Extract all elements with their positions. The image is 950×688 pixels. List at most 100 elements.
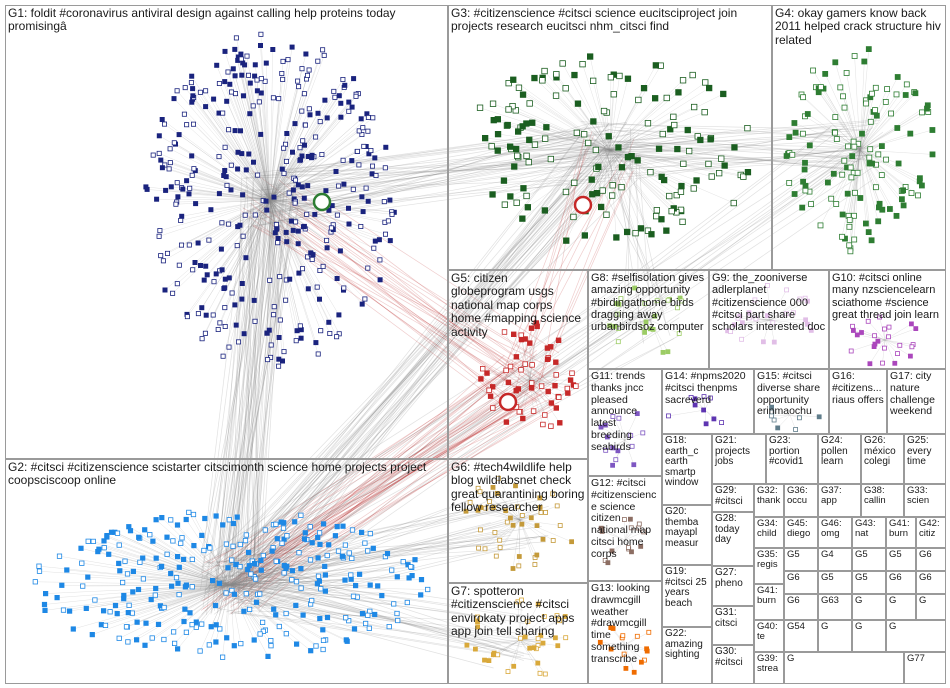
- edge: [164, 123, 271, 201]
- network-node: [395, 617, 401, 624]
- network-node: [255, 172, 261, 178]
- inter-group-edge: [249, 522, 491, 586]
- network-node: [542, 135, 549, 142]
- network-node: [56, 553, 63, 559]
- network-node: [854, 169, 861, 176]
- edge: [498, 133, 611, 151]
- network-node: [844, 190, 851, 197]
- edge: [859, 94, 906, 151]
- network-node: [570, 213, 577, 221]
- network-node: [603, 211, 610, 218]
- inter-group-edge: [253, 189, 266, 562]
- network-node: [243, 255, 249, 261]
- network-node: [666, 413, 671, 419]
- edge: [609, 149, 682, 192]
- inter-group-edge: [263, 147, 598, 196]
- network-node: [365, 128, 371, 134]
- inter-group-edge: [217, 184, 277, 570]
- network-node: [482, 546, 488, 552]
- edge: [269, 117, 342, 201]
- edge: [884, 339, 896, 364]
- edge: [66, 569, 231, 586]
- edge: [201, 535, 231, 586]
- network-node: [349, 527, 356, 533]
- network-node: [321, 52, 327, 58]
- inter-group-edge: [225, 133, 640, 570]
- edge: [269, 199, 350, 225]
- inter-group-edge: [613, 126, 877, 162]
- network-node: [174, 281, 180, 287]
- inter-group-edge: [204, 144, 608, 594]
- group-label-g15: G15: #citsci diverse share opportunity e…: [757, 370, 821, 418]
- network-node: [603, 447, 609, 453]
- edge: [205, 199, 271, 334]
- network-node: [366, 625, 372, 631]
- network-node: [520, 415, 526, 422]
- edge: [170, 162, 271, 201]
- inter-group-edge: [227, 372, 503, 597]
- network-node: [289, 149, 295, 155]
- network-node: [535, 660, 541, 666]
- edge: [269, 101, 349, 201]
- inter-group-edge: [635, 156, 855, 163]
- edge: [269, 97, 274, 201]
- edge: [229, 584, 257, 603]
- network-node: [278, 519, 284, 525]
- network-node: [493, 553, 499, 559]
- inter-group-edge: [247, 507, 513, 557]
- edge: [269, 199, 274, 315]
- edge: [192, 559, 231, 586]
- network-node: [675, 89, 682, 96]
- network-node: [624, 228, 631, 236]
- edge: [195, 199, 271, 204]
- network-node: [289, 568, 296, 574]
- network-node: [292, 177, 298, 183]
- network-node: [875, 151, 882, 158]
- network-node: [849, 153, 856, 160]
- network-node: [156, 133, 162, 139]
- network-node: [314, 581, 321, 587]
- edge: [769, 313, 787, 321]
- inter-group-edge: [280, 154, 618, 186]
- edge: [261, 92, 271, 201]
- inter-group-edge: [253, 156, 614, 567]
- network-node: [90, 538, 96, 545]
- network-node: [599, 187, 606, 194]
- edge: [841, 149, 861, 175]
- edge: [522, 94, 611, 151]
- inter-group-edge: [240, 600, 494, 669]
- inter-group-edge: [250, 202, 507, 403]
- edge: [241, 199, 271, 300]
- network-node: [472, 646, 478, 652]
- edge: [169, 148, 271, 201]
- inter-group-edge: [502, 135, 594, 374]
- network-node: [225, 69, 231, 75]
- edge: [229, 584, 428, 590]
- network-node: [143, 184, 149, 190]
- network-node: [753, 316, 759, 322]
- inter-group-edge: [230, 157, 631, 604]
- network-node: [505, 379, 512, 386]
- network-node: [919, 182, 925, 189]
- network-node: [847, 164, 854, 171]
- network-node: [716, 169, 723, 177]
- edge: [498, 478, 521, 521]
- network-node: [315, 351, 321, 357]
- network-node: [190, 267, 196, 273]
- inter-group-edge: [598, 123, 878, 171]
- network-node: [79, 560, 85, 566]
- network-node: [876, 204, 882, 211]
- edge: [269, 199, 368, 269]
- network-node: [166, 166, 172, 172]
- edge: [477, 510, 521, 521]
- group-label-g34: G34: child: [757, 518, 778, 539]
- edge: [609, 106, 695, 151]
- edge: [269, 199, 340, 316]
- edge: [241, 75, 271, 201]
- inter-group-edge: [231, 186, 277, 574]
- network-node: [300, 224, 306, 230]
- inter-group-edge: [281, 148, 619, 211]
- edge: [269, 199, 299, 232]
- network-node: [680, 160, 687, 168]
- network-node: [783, 153, 790, 159]
